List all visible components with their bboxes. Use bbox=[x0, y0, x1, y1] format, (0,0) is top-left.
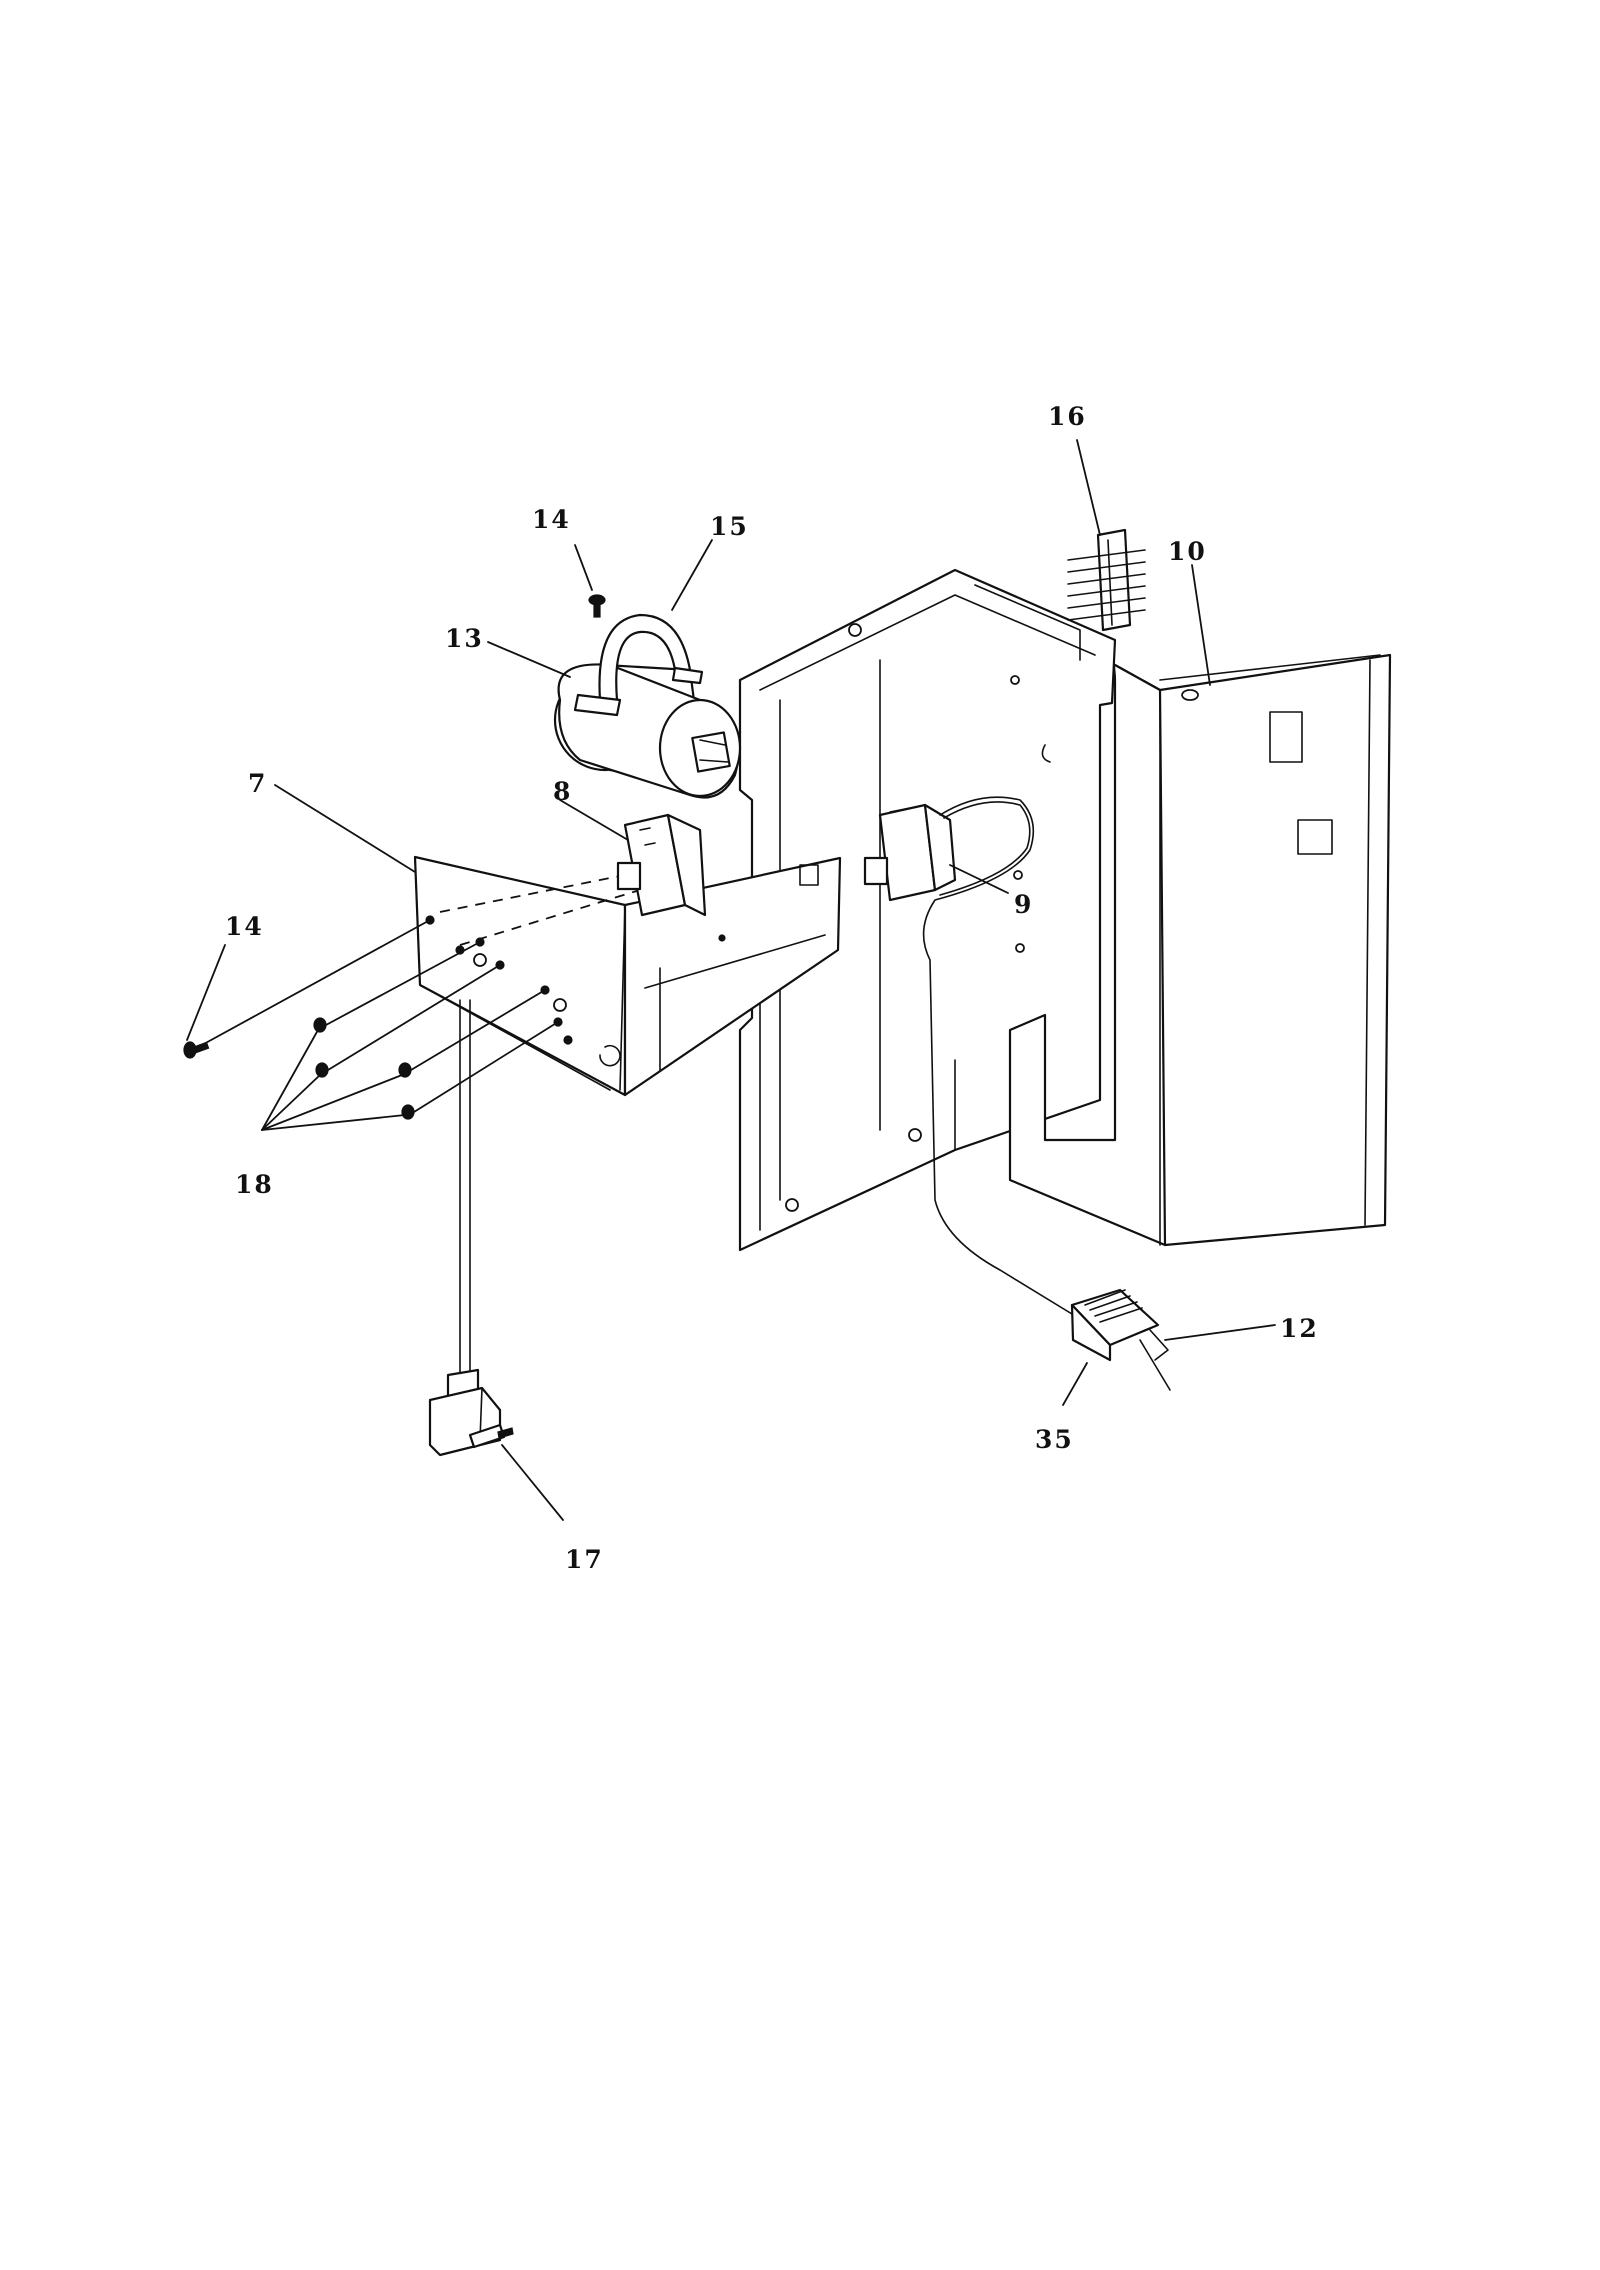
power-cord bbox=[446, 999, 480, 1402]
callout-7: 7 bbox=[248, 769, 267, 798]
callout-35: 35 bbox=[1035, 1425, 1074, 1454]
callout-17: 17 bbox=[565, 1545, 604, 1574]
sensor-clip bbox=[1070, 1288, 1171, 1391]
relay bbox=[616, 813, 707, 917]
assembly-lines bbox=[201, 919, 559, 1113]
capillary-tube bbox=[922, 796, 1091, 1326]
callout-8: 8 bbox=[553, 777, 572, 806]
control-box bbox=[413, 855, 842, 1097]
callout-12: 12 bbox=[1280, 1314, 1319, 1343]
callout-labels: 16 14 15 10 13 7 8 9 14 18 12 35 17 bbox=[225, 402, 1319, 1574]
terminal-block bbox=[1067, 528, 1146, 632]
capacitor-strap bbox=[573, 613, 704, 717]
screw-left bbox=[183, 1041, 210, 1059]
side-cover bbox=[1008, 653, 1392, 1247]
callout-9: 9 bbox=[1014, 890, 1033, 919]
callout-16: 16 bbox=[1048, 402, 1087, 431]
callout-18: 18 bbox=[235, 1170, 274, 1199]
callout-14-top: 14 bbox=[532, 505, 571, 534]
plug bbox=[428, 1386, 514, 1457]
callout-10: 10 bbox=[1168, 537, 1207, 566]
callout-14-left: 14 bbox=[225, 912, 264, 941]
capacitor bbox=[553, 663, 742, 799]
callout-15: 15 bbox=[710, 512, 749, 541]
leader-lines bbox=[186, 439, 1276, 1521]
screw-top bbox=[588, 594, 606, 618]
callout-13: 13 bbox=[445, 624, 484, 653]
thermostat bbox=[863, 803, 957, 902]
